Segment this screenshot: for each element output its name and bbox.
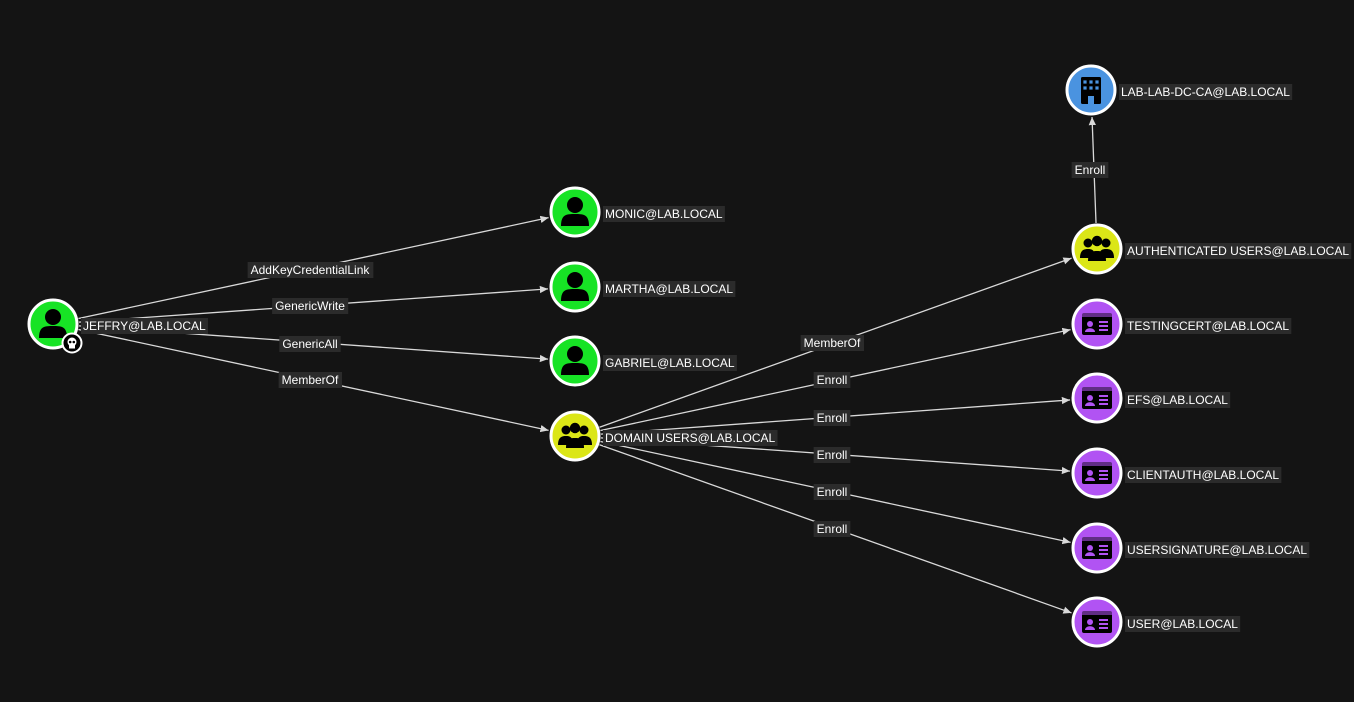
edge-jeffry-martha[interactable]: GenericWrite bbox=[78, 285, 549, 323]
edge-label: GenericAll bbox=[282, 337, 337, 351]
node-label-bg bbox=[1125, 392, 1231, 408]
node-label: EFS@LAB.LOCAL bbox=[1127, 393, 1228, 407]
user-icon bbox=[39, 309, 67, 338]
node-label: AUTHENTICATED USERS@LAB.LOCAL bbox=[1127, 244, 1349, 258]
node-user[interactable]: USER@LAB.LOCAL bbox=[1071, 596, 1241, 648]
node-label-bg bbox=[81, 318, 208, 334]
edge-label-bg bbox=[279, 336, 341, 352]
building-icon bbox=[1081, 77, 1101, 104]
id-card-icon bbox=[1082, 611, 1112, 633]
edge-auth_users-ca[interactable]: Enroll bbox=[1071, 116, 1109, 224]
edge-label: Enroll bbox=[817, 485, 848, 499]
node-label-bg bbox=[1125, 542, 1310, 558]
id-card-icon bbox=[1082, 537, 1112, 559]
edge-domain_users-auth_users[interactable]: MemberOf bbox=[599, 257, 1072, 428]
node-domain_users[interactable]: DOMAIN USERS@LAB.LOCAL bbox=[549, 410, 778, 462]
node-label: CLIENTAUTH@LAB.LOCAL bbox=[1127, 468, 1279, 482]
node-auth_users[interactable]: AUTHENTICATED USERS@LAB.LOCAL bbox=[1071, 223, 1352, 275]
node-label: USERSIGNATURE@LAB.LOCAL bbox=[1127, 543, 1307, 557]
node-label: MONIC@LAB.LOCAL bbox=[605, 207, 723, 221]
edge-label-bg bbox=[247, 262, 374, 278]
edge-label-bg bbox=[813, 410, 851, 426]
user-icon bbox=[561, 272, 589, 301]
edge-label-bg bbox=[272, 298, 349, 314]
node-label-bg bbox=[1125, 318, 1292, 334]
node-circle[interactable] bbox=[549, 410, 601, 462]
node-label: USER@LAB.LOCAL bbox=[1127, 617, 1238, 631]
node-gabriel[interactable]: GABRIEL@LAB.LOCAL bbox=[549, 335, 737, 387]
node-label-bg bbox=[1125, 467, 1282, 483]
edge-domain_users-user[interactable]: Enroll bbox=[599, 444, 1072, 614]
edge-label: MemberOf bbox=[804, 336, 861, 350]
id-card-icon bbox=[1082, 313, 1112, 335]
edge-label-bg bbox=[800, 335, 864, 351]
edge-label-bg bbox=[813, 484, 851, 500]
edge-label-bg bbox=[813, 372, 851, 388]
edge-label: GenericWrite bbox=[275, 299, 345, 313]
edge-label-bg bbox=[1071, 162, 1109, 178]
edge-label-bg bbox=[813, 521, 851, 537]
node-usersignature[interactable]: USERSIGNATURE@LAB.LOCAL bbox=[1071, 522, 1310, 574]
edge-label-bg bbox=[278, 372, 342, 388]
edge-label: MemberOf bbox=[282, 373, 339, 387]
node-label-bg bbox=[603, 281, 736, 297]
node-label-bg bbox=[603, 206, 725, 222]
id-card-icon bbox=[1082, 387, 1112, 409]
user-icon bbox=[561, 197, 589, 226]
node-label-bg bbox=[1125, 243, 1352, 259]
skull-icon bbox=[67, 337, 77, 349]
edge-domain_users-usersignature[interactable]: Enroll bbox=[600, 440, 1071, 545]
edge-label: Enroll bbox=[817, 411, 848, 425]
node-clientauth[interactable]: CLIENTAUTH@LAB.LOCAL bbox=[1071, 447, 1282, 499]
node-efs[interactable]: EFS@LAB.LOCAL bbox=[1071, 372, 1231, 424]
group-icon bbox=[1080, 235, 1114, 261]
edge-label: Enroll bbox=[817, 522, 848, 536]
edge-domain_users-testingcert[interactable]: Enroll bbox=[600, 327, 1071, 432]
edge-label-bg bbox=[813, 447, 851, 463]
group-icon bbox=[558, 422, 592, 448]
node-label-bg bbox=[1119, 84, 1293, 100]
node-jeffry[interactable]: JEFFRY@LAB.LOCAL bbox=[27, 298, 208, 354]
node-testingcert[interactable]: TESTINGCERT@LAB.LOCAL bbox=[1071, 298, 1292, 350]
edges-layer: AddKeyCredentialLinkGenericWriteGenericA… bbox=[78, 116, 1109, 614]
edge-label: Enroll bbox=[817, 373, 848, 387]
node-label: JEFFRY@LAB.LOCAL bbox=[83, 319, 206, 333]
edge-label: AddKeyCredentialLink bbox=[251, 263, 371, 277]
edge-label: Enroll bbox=[817, 448, 848, 462]
node-label: MARTHA@LAB.LOCAL bbox=[605, 282, 733, 296]
node-label: GABRIEL@LAB.LOCAL bbox=[605, 356, 735, 370]
node-circle[interactable] bbox=[1071, 223, 1123, 275]
owned-badge bbox=[61, 332, 83, 354]
edge-jeffry-monic[interactable]: AddKeyCredentialLink bbox=[78, 215, 549, 320]
nodes-layer: JEFFRY@LAB.LOCAL MONIC@LAB.LOCAL MARTHA@LA… bbox=[27, 64, 1352, 648]
node-martha[interactable]: MARTHA@LAB.LOCAL bbox=[549, 261, 736, 313]
node-label: LAB-LAB-DC-CA@LAB.LOCAL bbox=[1121, 85, 1290, 99]
node-label: DOMAIN USERS@LAB.LOCAL bbox=[605, 431, 776, 445]
node-monic[interactable]: MONIC@LAB.LOCAL bbox=[549, 186, 725, 238]
edge-label: Enroll bbox=[1075, 163, 1106, 177]
edge-domain_users-efs[interactable]: Enroll bbox=[600, 396, 1071, 435]
id-card-icon bbox=[1082, 462, 1112, 484]
user-icon bbox=[561, 346, 589, 375]
node-label-bg bbox=[1125, 616, 1241, 632]
node-label: TESTINGCERT@LAB.LOCAL bbox=[1127, 319, 1289, 333]
node-ca[interactable]: LAB-LAB-DC-CA@LAB.LOCAL bbox=[1065, 64, 1293, 116]
node-label-bg bbox=[603, 355, 737, 371]
node-label-bg bbox=[603, 430, 778, 446]
edge-jeffry-domain_users[interactable]: MemberOf bbox=[78, 328, 549, 433]
